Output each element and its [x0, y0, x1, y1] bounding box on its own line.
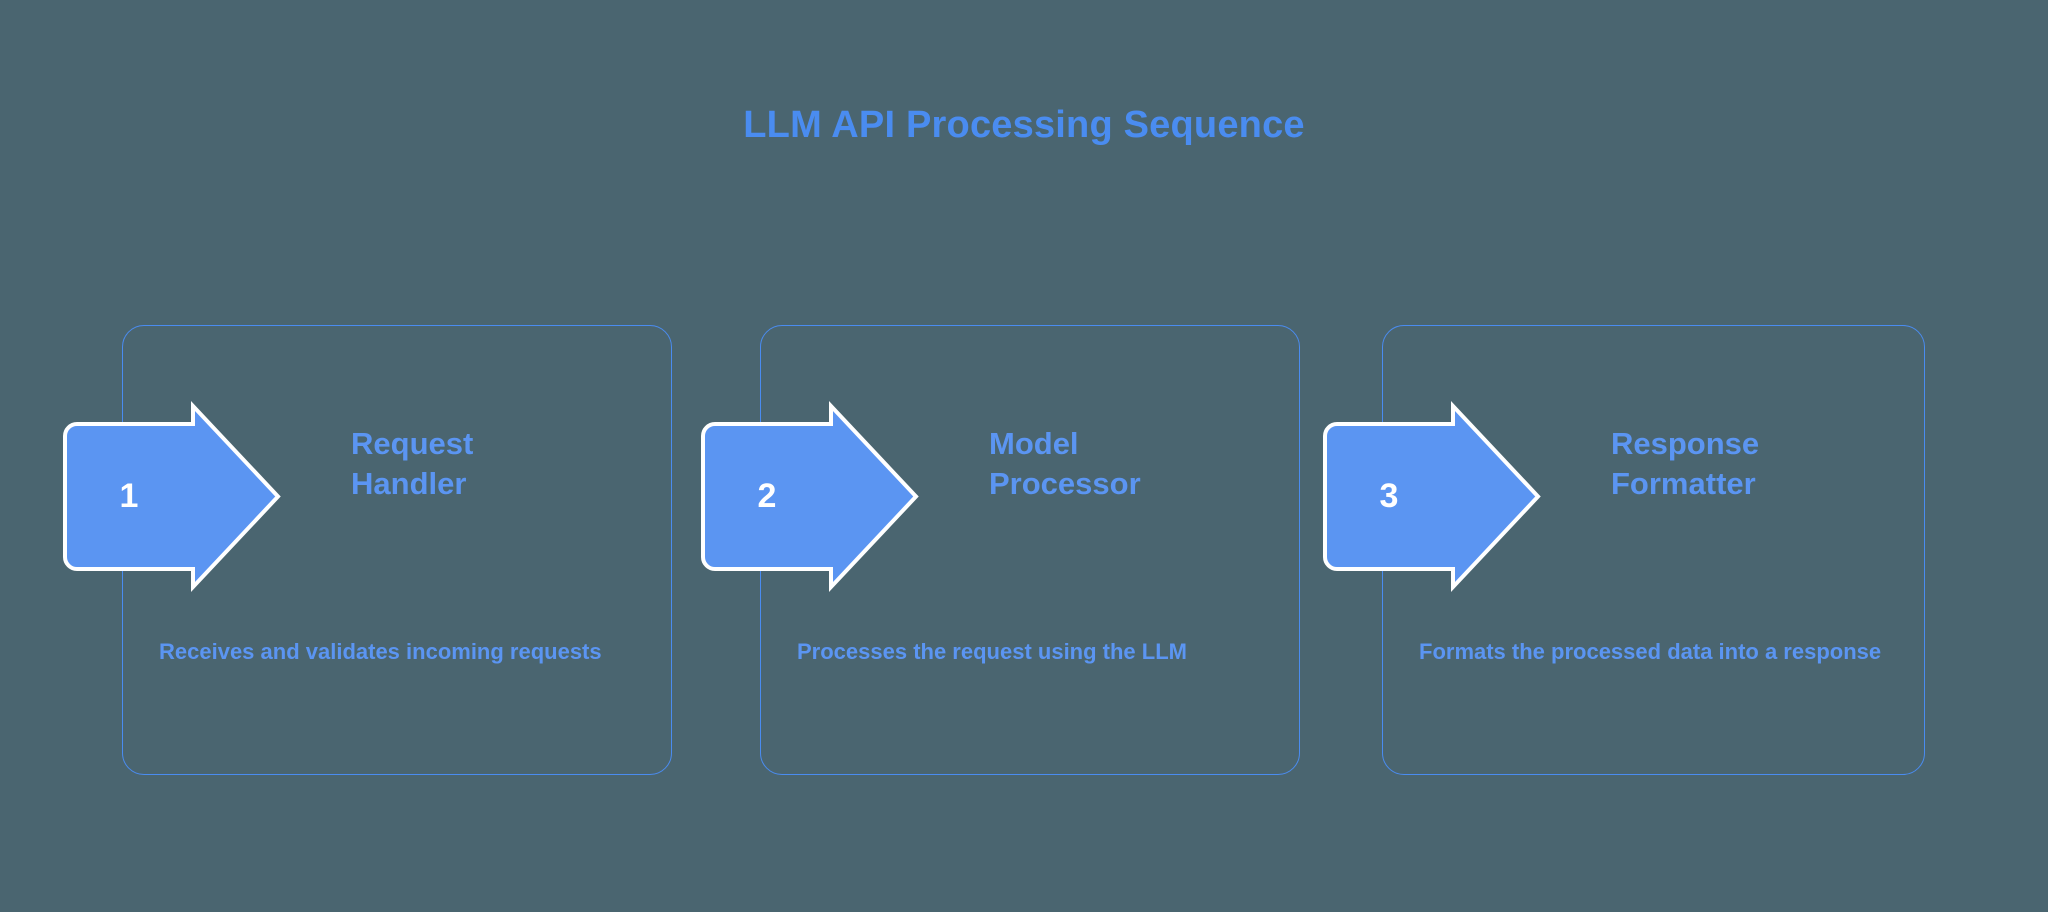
step-title-line2: Processor [989, 465, 1141, 501]
step-title-2: Model Processor [989, 424, 1279, 503]
steps-row: 1 Request Handler Receives and validates… [0, 325, 2048, 785]
arrow-right-icon [1323, 400, 1541, 593]
step-arrow-badge-1: 1 [63, 400, 281, 593]
page-title: LLM API Processing Sequence [743, 104, 1305, 146]
step-title-line2: Formatter [1611, 465, 1756, 501]
step-title-3: Response Formatter [1611, 424, 1901, 503]
step-card-2[interactable]: 2 Model Processor Processes the request … [701, 325, 1300, 775]
arrow-right-icon [63, 400, 281, 593]
step-title-line2: Handler [351, 465, 467, 501]
step-description-3: Formats the processed data into a respon… [1419, 639, 1882, 664]
step-card-1[interactable]: 1 Request Handler Receives and validates… [63, 325, 672, 775]
step-arrow-badge-3: 3 [1323, 400, 1541, 593]
arrow-right-icon [701, 400, 919, 593]
step-title-line1: Request [351, 426, 474, 461]
step-title-1: Request Handler [351, 424, 641, 503]
step-title-line1: Model [989, 426, 1079, 461]
step-title-line1: Response [1611, 426, 1760, 461]
step-arrow-badge-2: 2 [701, 400, 919, 593]
step-card-3[interactable]: 3 Response Formatter Formats the process… [1323, 325, 1925, 775]
step-description-2: Processes the request using the LLM [797, 639, 1187, 664]
step-description-1: Receives and validates incoming requests [159, 639, 602, 664]
